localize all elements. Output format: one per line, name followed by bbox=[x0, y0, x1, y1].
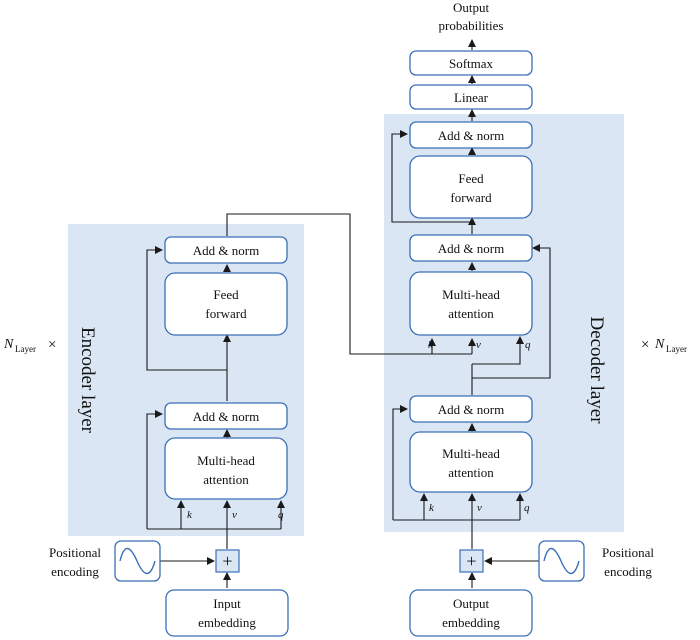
decoder-plus-node: + bbox=[459, 549, 484, 573]
decoder-feed-forward: Feed forward bbox=[409, 155, 533, 219]
decoder-positional-wave bbox=[538, 540, 585, 582]
decoder-cross-q-label: q bbox=[525, 339, 531, 351]
decoder-self-attention: Multi-head attention bbox=[409, 431, 533, 493]
decoder-wires bbox=[391, 39, 551, 588]
encoder-repeat-label: N Layer × bbox=[3, 337, 56, 354]
output-probabilities-label-2: probabilities bbox=[439, 18, 504, 33]
svg-text:Add & norm: Add & norm bbox=[193, 409, 259, 424]
decoder-positional-label-1: Positional bbox=[602, 545, 654, 560]
encoder-positional-label-2: encoding bbox=[51, 564, 99, 579]
linear-box: Linear bbox=[409, 84, 533, 110]
svg-text:×: × bbox=[641, 337, 649, 353]
svg-text:forward: forward bbox=[205, 306, 247, 321]
decoder-self-v-label: v bbox=[477, 502, 482, 514]
encoder-k-label: k bbox=[187, 509, 193, 521]
svg-text:Add & norm: Add & norm bbox=[438, 241, 504, 256]
svg-text:N: N bbox=[3, 337, 14, 352]
svg-text:Multi-head: Multi-head bbox=[442, 446, 500, 461]
encoder-v-label: v bbox=[232, 509, 237, 521]
svg-text:attention: attention bbox=[448, 306, 494, 321]
encoder-positional-label-1: Positional bbox=[49, 545, 101, 560]
svg-text:Add & norm: Add & norm bbox=[438, 402, 504, 417]
decoder-cross-k-label: k bbox=[428, 339, 434, 351]
svg-text:Add & norm: Add & norm bbox=[438, 128, 504, 143]
svg-text:Feed: Feed bbox=[213, 287, 239, 302]
decoder-cross-attention: Multi-head attention bbox=[409, 271, 533, 336]
decoder-self-q-label: q bbox=[524, 502, 530, 514]
encoder-feed-forward: Feed forward bbox=[164, 272, 288, 336]
svg-text:Input: Input bbox=[213, 596, 241, 611]
input-embedding-box: Input embedding bbox=[165, 589, 289, 637]
svg-text:attention: attention bbox=[448, 465, 494, 480]
svg-text:Multi-head: Multi-head bbox=[197, 453, 255, 468]
decoder-repeat-label: × N Layer bbox=[641, 337, 687, 354]
decoder-add-norm-top: Add & norm bbox=[409, 121, 533, 149]
encoder-layer-label: Encoder layer bbox=[77, 327, 98, 434]
encoder-plus-node: + bbox=[215, 549, 240, 573]
decoder-positional-label-2: encoding bbox=[604, 564, 652, 579]
svg-text:Add & norm: Add & norm bbox=[193, 243, 259, 258]
decoder-add-norm-mid: Add & norm bbox=[409, 234, 533, 262]
encoder-positional-wave bbox=[114, 540, 161, 582]
encoder-add-norm-bottom: Add & norm bbox=[164, 402, 288, 430]
svg-text:Linear: Linear bbox=[454, 90, 489, 105]
svg-text:×: × bbox=[48, 337, 56, 353]
svg-text:forward: forward bbox=[450, 190, 492, 205]
svg-text:+: + bbox=[466, 551, 476, 571]
decoder-self-k-label: k bbox=[429, 502, 435, 514]
svg-text:Feed: Feed bbox=[458, 171, 484, 186]
output-probabilities-label-1: Output bbox=[453, 0, 490, 15]
softmax-box: Softmax bbox=[409, 50, 533, 76]
output-embedding-box: Output embedding bbox=[409, 589, 533, 637]
encoder-add-norm-top: Add & norm bbox=[164, 236, 288, 264]
svg-text:embedding: embedding bbox=[442, 615, 500, 630]
svg-text:Multi-head: Multi-head bbox=[442, 287, 500, 302]
svg-text:N: N bbox=[654, 337, 665, 352]
encoder-wires bbox=[146, 213, 476, 588]
svg-text:embedding: embedding bbox=[198, 615, 256, 630]
decoder-layer-label: Decoder layer bbox=[586, 316, 607, 424]
svg-text:Output: Output bbox=[453, 596, 490, 611]
svg-text:Layer: Layer bbox=[15, 344, 36, 354]
svg-text:Layer: Layer bbox=[666, 344, 687, 354]
svg-text:Softmax: Softmax bbox=[449, 56, 494, 71]
encoder-multi-head-attention: Multi-head attention bbox=[164, 437, 288, 500]
encoder-q-label: q bbox=[278, 509, 284, 521]
svg-text:+: + bbox=[222, 551, 232, 571]
svg-text:attention: attention bbox=[203, 472, 249, 487]
decoder-add-norm-bottom: Add & norm bbox=[409, 395, 533, 423]
decoder-cross-v-label: v bbox=[476, 339, 481, 351]
